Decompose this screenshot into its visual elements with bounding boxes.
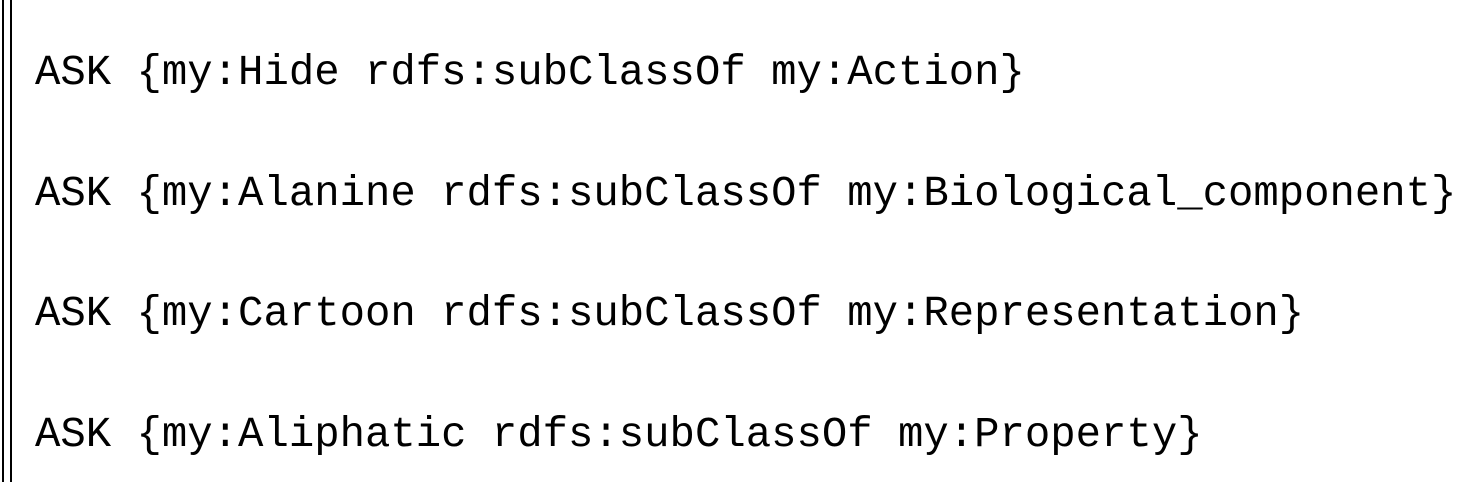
left-border-rule-outer bbox=[2, 0, 4, 482]
query-line: ASK {my:Aliphatic rdfs:subClassOf my:Pro… bbox=[35, 411, 1203, 459]
query-line: ASK {my:Hide rdfs:subClassOf my:Action} bbox=[35, 49, 1025, 97]
query-line: ASK {my:Alanine rdfs:subClassOf my:Biolo… bbox=[35, 170, 1457, 218]
query-line: ASK {my:Cartoon rdfs:subClassOf my:Repre… bbox=[35, 290, 1305, 338]
left-border-rule-inner bbox=[10, 0, 12, 482]
